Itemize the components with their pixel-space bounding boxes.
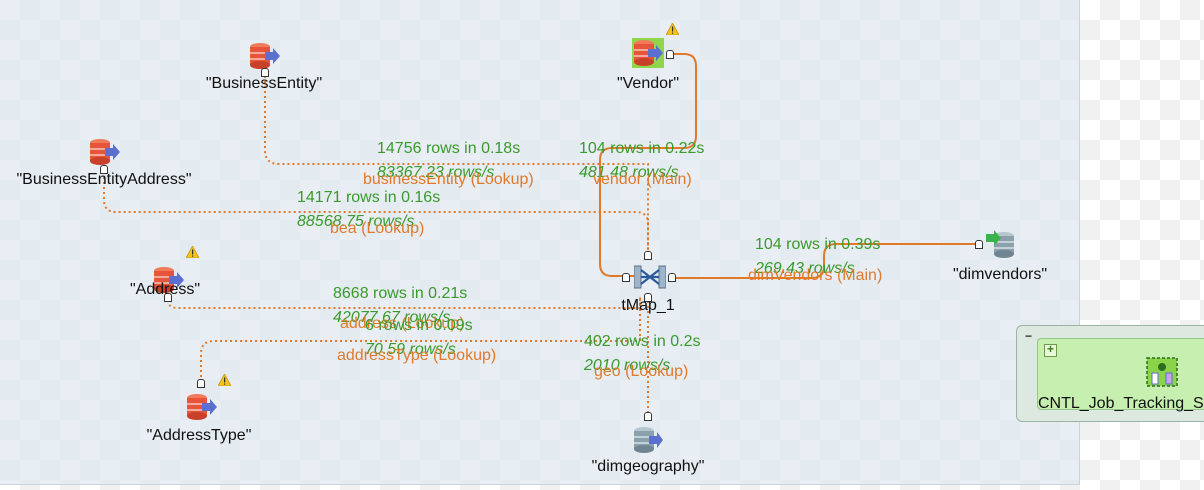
flow-dimvendors-rows: 104 rows in 0.39s xyxy=(755,236,881,253)
subjob-inner[interactable]: + CNTL_Job_Tracking_St xyxy=(1037,338,1204,412)
component-address-type[interactable] xyxy=(186,393,218,423)
tmap-icon xyxy=(633,265,667,289)
flow-address-type-rows: 6 rows in 0.09s xyxy=(365,317,473,334)
port-tmap-main-in[interactable] xyxy=(622,273,630,282)
db-input-icon xyxy=(154,267,184,293)
label-cntl: CNTL_Job_Tracking_St xyxy=(1038,395,1204,412)
flow-bea-rate: 88568.75 rows/s xyxy=(297,213,415,230)
label-tmap: tMap_1 xyxy=(621,297,675,314)
flow-address-rows: 8668 rows in 0.21s xyxy=(333,285,468,302)
flow-dimvendors-name[interactable]: dimVendors (Main) xyxy=(748,267,883,284)
flow-geo-rate: 2010 rows/s xyxy=(584,357,671,374)
port-tmap-lookup-bottom[interactable] xyxy=(644,293,652,302)
label-business-entity-address: "BusinessEntityAddress" xyxy=(16,171,192,188)
component-business-entity[interactable] xyxy=(249,42,281,72)
warning-icon xyxy=(666,23,679,35)
subjob-icon[interactable] xyxy=(1146,357,1178,387)
db-output-icon xyxy=(986,230,1014,258)
flow-geo-name[interactable]: geo (Lookup) xyxy=(594,363,689,380)
flow-business-entity-rate: 83367.23 rows/s xyxy=(377,164,495,181)
port-dimvendors-in[interactable] xyxy=(975,240,983,249)
wire-business-entity[interactable] xyxy=(264,76,649,250)
collapse-icon[interactable]: − xyxy=(1024,329,1032,343)
db-input-icon xyxy=(634,40,663,66)
warning-icon xyxy=(218,374,231,386)
component-tmap[interactable] xyxy=(633,262,667,292)
label-address: "Address" xyxy=(129,281,201,298)
label-dimgeography: "dimgeography" xyxy=(591,458,705,475)
flow-bea-rows: 14171 rows in 0.16s xyxy=(297,189,441,206)
expand-icon[interactable]: + xyxy=(1044,343,1057,357)
flow-address-name[interactable]: address (Lookup) xyxy=(340,315,465,332)
flow-bea-name[interactable]: bea (Lookup) xyxy=(330,220,425,237)
port-vendor-out[interactable] xyxy=(666,50,674,59)
port-address-out[interactable] xyxy=(164,293,172,302)
warning-icon xyxy=(186,246,199,258)
flow-geo-rows: 402 rows in 0.2s xyxy=(584,333,701,350)
flow-vendor-rate: 481.48 rows/s xyxy=(579,164,679,181)
wire-bea[interactable] xyxy=(103,172,649,250)
component-dimvendors[interactable] xyxy=(986,230,1018,260)
flow-dimvendors-rate: 269.43 rows/s xyxy=(755,260,855,277)
port-business-entity-out[interactable] xyxy=(261,68,269,77)
db-output-icon xyxy=(634,427,663,453)
port-dimgeography-in[interactable] xyxy=(644,412,652,421)
port-address-type-out[interactable] xyxy=(197,379,205,388)
component-business-entity-address[interactable] xyxy=(89,138,121,168)
label-vendor: "Vendor" xyxy=(616,75,680,92)
flow-address-type-name[interactable]: addressType (Lookup) xyxy=(337,347,497,364)
label-business-entity: "BusinessEntity" xyxy=(205,75,323,92)
design-canvas[interactable] xyxy=(0,0,1080,485)
port-tmap-lookup-top[interactable] xyxy=(644,251,652,260)
flow-address-type-rate: 70.59 rows/s xyxy=(365,341,456,358)
db-input-icon xyxy=(187,394,217,420)
flow-vendor-name[interactable]: vendor (Main) xyxy=(593,171,692,188)
db-input-icon xyxy=(250,43,280,69)
label-dimvendors: "dimvendors" xyxy=(952,266,1048,283)
port-bea-out[interactable] xyxy=(100,165,108,174)
component-vendor[interactable] xyxy=(632,38,664,68)
flow-address-rate: 42077.67 rows/s xyxy=(333,309,451,326)
flow-vendor-rows: 104 rows in 0.22s xyxy=(579,140,705,157)
flow-business-entity-rows: 14756 rows in 0.18s xyxy=(377,140,521,157)
component-dimgeography[interactable] xyxy=(632,426,664,456)
port-tmap-out[interactable] xyxy=(668,273,676,282)
flow-business-entity-name[interactable]: businessEntity (Lookup) xyxy=(363,171,534,188)
wire-dimvendors[interactable] xyxy=(676,243,976,279)
wire-vendor[interactable] xyxy=(599,53,697,277)
component-address[interactable] xyxy=(153,266,185,296)
label-address-type: "AddressType" xyxy=(146,427,252,444)
subjob-cntl-job-tracking[interactable]: − + CNTL_Job_Tracking_St xyxy=(1016,325,1204,422)
db-input-icon xyxy=(90,139,120,165)
